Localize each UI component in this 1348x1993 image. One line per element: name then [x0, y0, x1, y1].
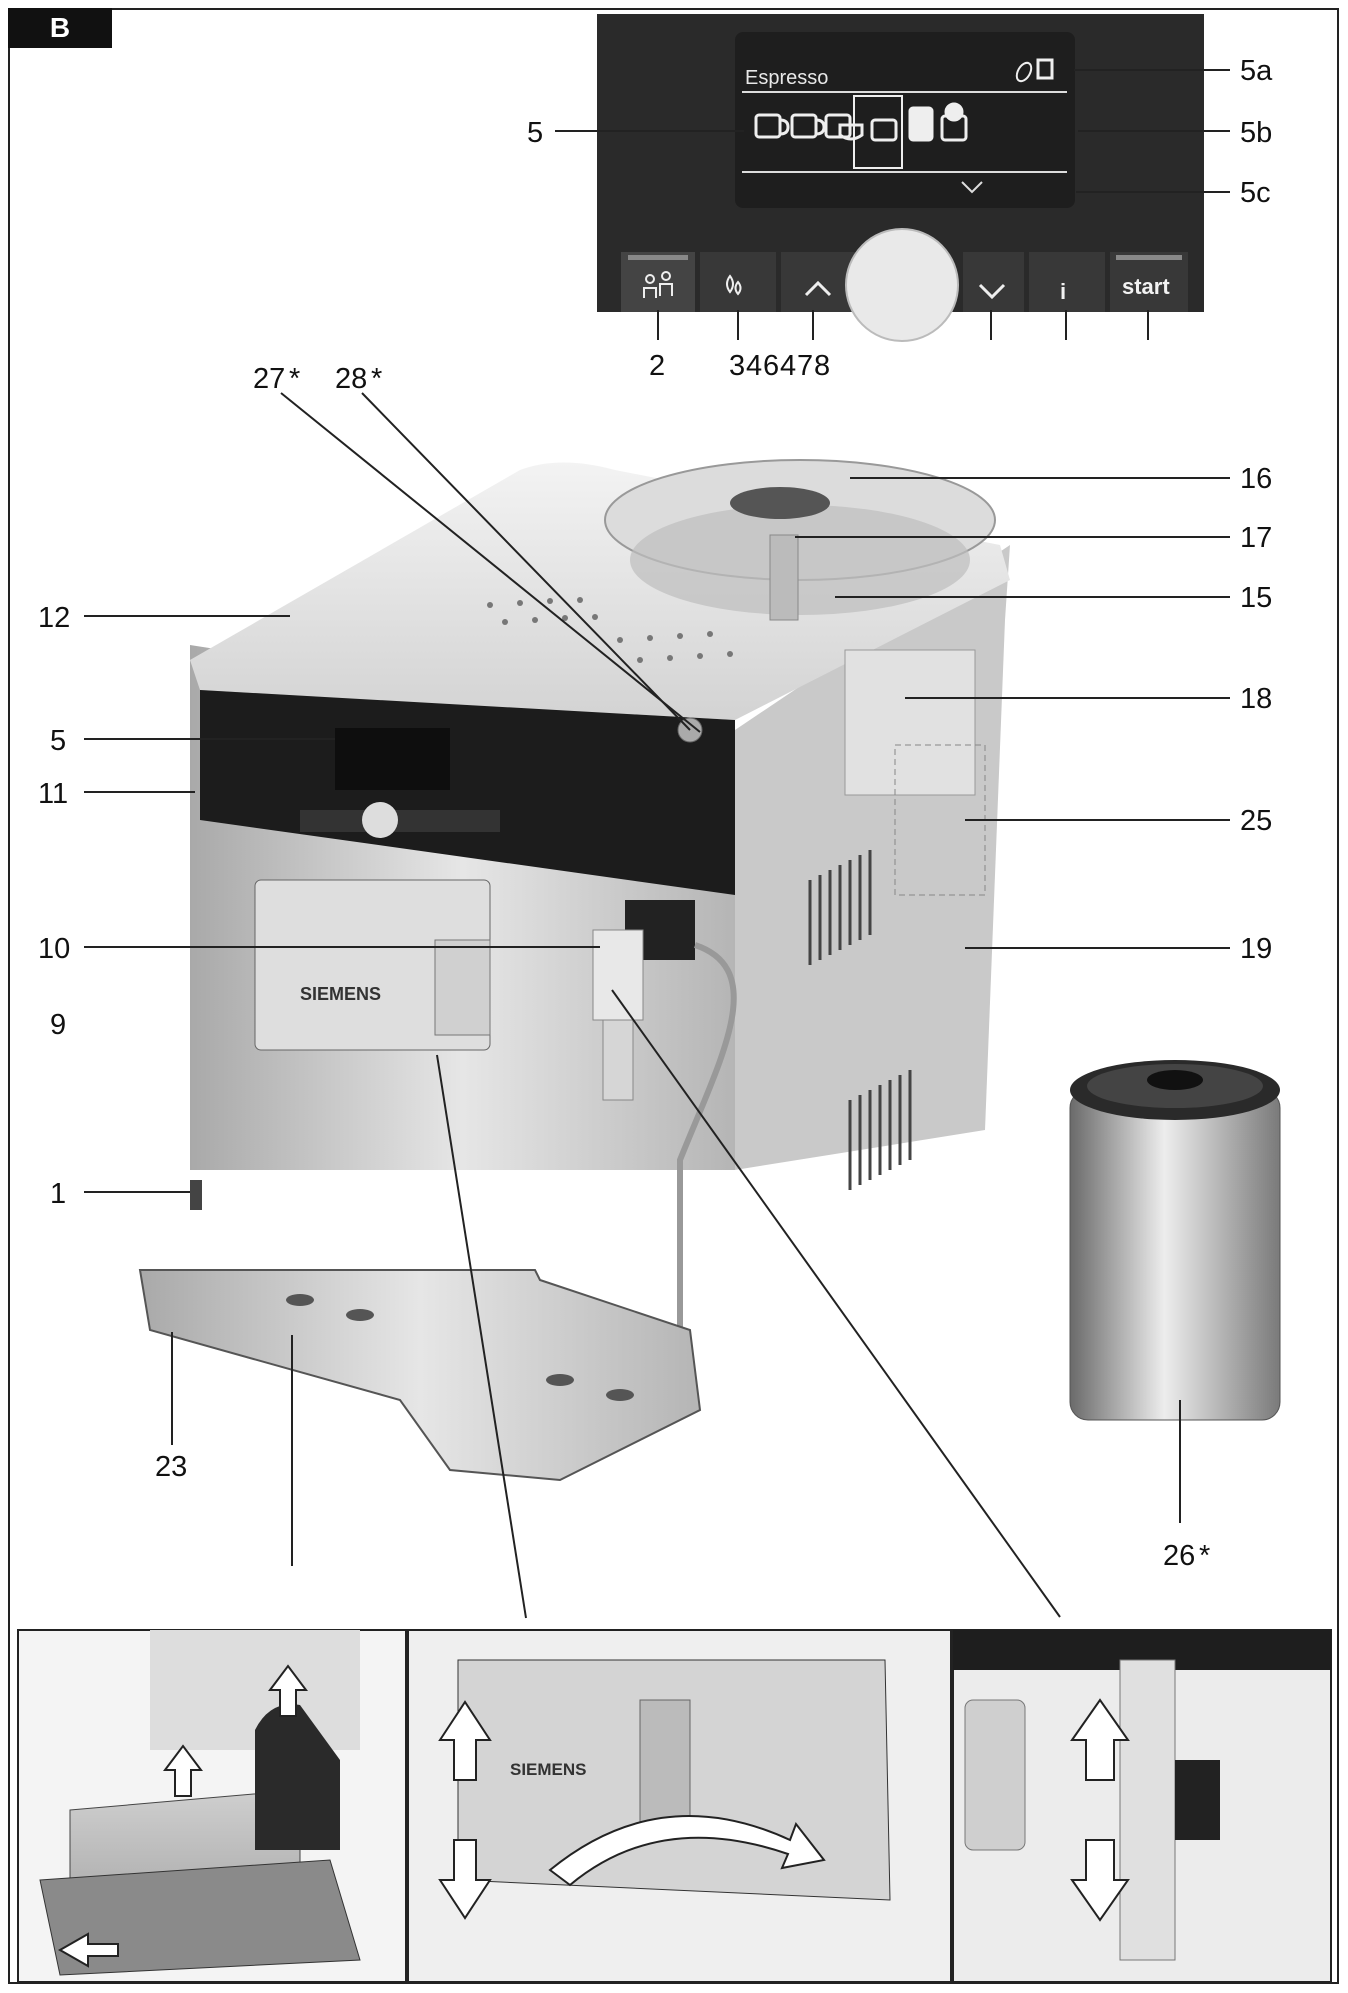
label-5: 5 [50, 725, 66, 757]
drop-icon [726, 274, 742, 296]
brand-label-main: SIEMENS [300, 984, 381, 1004]
arrow-down-icon [438, 1839, 492, 1920]
milk-container [1069, 1060, 1281, 1421]
arrow-down-icon [1070, 1839, 1130, 1922]
inset-drip-tray [17, 1629, 407, 1983]
label-3: 3 [729, 350, 745, 382]
label-4b: 4 [780, 350, 796, 382]
label-26: 26 [1163, 1540, 1195, 1572]
ventilation-holes [487, 597, 733, 663]
label-23: 23 [155, 1451, 187, 1483]
coffee-machine: SIEMENS [138, 459, 1010, 1482]
drip-tray-holes [286, 1294, 634, 1401]
label-5a: 5a [1240, 55, 1273, 87]
machine-display [335, 728, 450, 790]
info-icon: i [1060, 279, 1066, 304]
label-5-panel: 5 [527, 117, 543, 149]
label-4: 4 [746, 350, 762, 382]
chevron-down-icon [961, 181, 983, 194]
label-12: 12 [38, 602, 70, 634]
control-bar [200, 690, 735, 895]
display-title: Espresso [745, 67, 828, 89]
figure-tag: B [8, 8, 112, 48]
milk-tube [677, 942, 737, 1390]
arrow-left-icon [57, 1932, 119, 1968]
drip-tray [138, 1269, 702, 1482]
label-17: 17 [1240, 522, 1272, 554]
label-5c: 5c [1240, 177, 1271, 209]
callout-labels: 5a 5b 5c 5 2 3 4 6 4 7 8 27 * 28 * 16 17… [38, 55, 1273, 1572]
start-button [1110, 252, 1188, 312]
label-5b: 5b [1240, 117, 1272, 149]
people-icon [643, 271, 673, 298]
frother-nozzle [602, 1019, 634, 1101]
label-1: 1 [50, 1178, 66, 1210]
label-28-star: * [371, 363, 382, 395]
inset-coffee-outlet: SIEMENS [407, 1629, 952, 1983]
panel-leaders [555, 69, 1230, 340]
label-28: 28 [335, 363, 367, 395]
panel-screen [735, 32, 1075, 208]
start-label: start [1122, 274, 1170, 299]
label-10: 10 [38, 933, 70, 965]
label-19: 19 [1240, 933, 1272, 965]
label-18: 18 [1240, 683, 1272, 715]
label-27-star: * [289, 363, 300, 395]
label-11: 11 [38, 778, 68, 810]
label-27: 27 [253, 363, 285, 395]
label-26-star: * [1199, 1540, 1210, 1572]
rotate-arrow-icon [548, 1815, 826, 1887]
beverage-cups-row [754, 95, 968, 169]
mini-controls [300, 802, 500, 838]
arrow-up-icon [163, 1664, 308, 1797]
water-tank [844, 649, 976, 796]
selected-cup-frame [853, 95, 903, 169]
label-6: 6 [763, 350, 779, 382]
label-25: 25 [1240, 805, 1272, 837]
brand-label-inset: SIEMENS [510, 1760, 587, 1779]
label-2: 2 [649, 350, 665, 382]
panel-buttons: i start [621, 228, 1188, 342]
label-8: 8 [814, 350, 830, 382]
down-button [963, 252, 1024, 312]
arrow-up-icon [1070, 1698, 1130, 1781]
rotary-knob [845, 228, 959, 342]
label-15: 15 [1240, 582, 1272, 614]
control-panel-closeup: Espresso i [597, 14, 1204, 342]
side-grilles [808, 850, 912, 1190]
people-button [621, 252, 695, 312]
bean-icon [1015, 61, 1033, 83]
label-9: 9 [50, 1009, 66, 1041]
power-switch [190, 1180, 202, 1210]
label-7: 7 [797, 350, 813, 382]
inset-frother [952, 1629, 1332, 1983]
label-16: 16 [1240, 463, 1272, 495]
info-button [1029, 252, 1105, 312]
container-knob [730, 487, 830, 519]
arrow-up-icon [438, 1700, 492, 1781]
chevron-up-icon [804, 280, 832, 297]
cup-size-icon [1036, 58, 1054, 80]
machine-leaders [84, 392, 1230, 1619]
